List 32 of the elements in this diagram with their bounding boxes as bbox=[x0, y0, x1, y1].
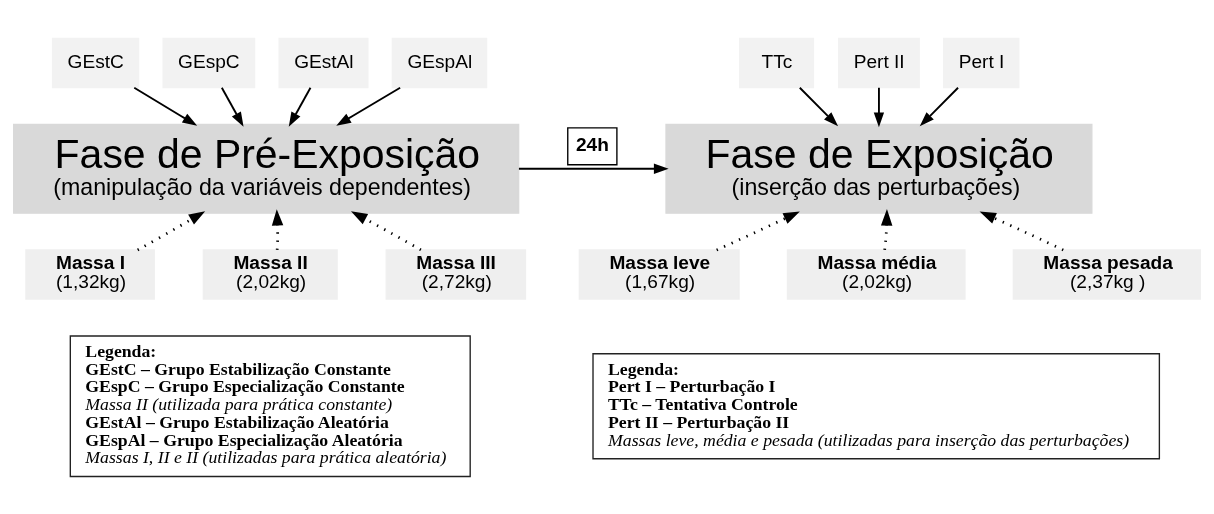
node-box: Massa leve (1,67kg) bbox=[578, 248, 740, 300]
arrow bbox=[336, 86, 402, 126]
node-box: Fase de Exposição (inserção das perturbações) bbox=[665, 123, 1093, 214]
arrow bbox=[133, 86, 198, 126]
node-box: GEstAl bbox=[278, 37, 369, 88]
arrow bbox=[220, 86, 244, 127]
node-box: Legenda: GEstC – Grupo Estabilização Constante GEspC – Grupo Especialização Constante Massa II (utilizada para prática constante) GEstAl – Grupo Estabilização Aleatória GEspAl – Grupo Especialização Aleatória Massas I, II e II (utilizadas para prática aleatória) bbox=[69, 334, 471, 477]
node-box: Massa III (2,72kg) bbox=[385, 248, 527, 300]
node-box: Pert I bbox=[943, 37, 1020, 88]
arrow bbox=[873, 86, 885, 127]
node-box: Massa média (2,02kg) bbox=[786, 248, 966, 300]
node-box: GEstC bbox=[51, 37, 140, 88]
arrow bbox=[271, 208, 284, 250]
arrow bbox=[979, 211, 1064, 251]
node-box: TTc bbox=[739, 37, 815, 88]
edge-label: 24h bbox=[575, 133, 609, 155]
node-box: Massa II (2,02kg) bbox=[202, 248, 338, 300]
node-box: Legenda: Pert I – Perturbação I TTc – Tentativa Controle Pert II – Perturbação II Massas leve, média e pesada (utilizadas para inserção das perturbações) bbox=[592, 352, 1161, 459]
node-box: GEspC bbox=[162, 37, 256, 88]
arrow bbox=[288, 86, 312, 127]
arrow bbox=[798, 86, 839, 126]
arrow bbox=[880, 208, 893, 250]
arrow bbox=[716, 211, 800, 251]
arrow bbox=[517, 163, 669, 174]
node-box: Fase de Pré-Exposição (manipulação da variáveis dependentes) bbox=[13, 123, 520, 214]
node-box: Massa I (1,32kg) bbox=[25, 248, 155, 300]
arrow bbox=[137, 210, 206, 251]
node-box: Pert II bbox=[838, 37, 920, 88]
node-box: Massa pesada (2,37kg ) bbox=[1012, 248, 1201, 300]
arrow bbox=[919, 86, 959, 126]
node-box: GEspAl bbox=[391, 37, 488, 88]
arrow bbox=[350, 210, 422, 251]
